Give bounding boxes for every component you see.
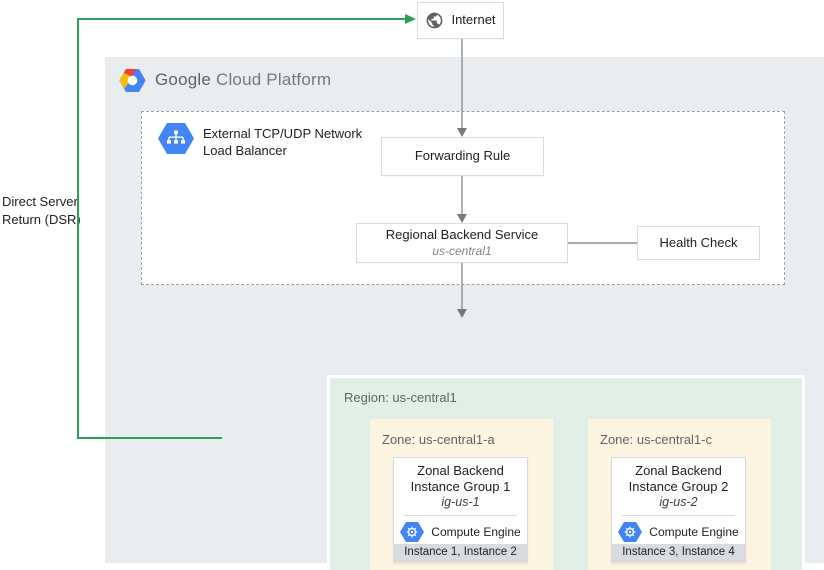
instance-group-1-title-line2: Instance Group 1 — [410, 479, 511, 495]
dsr-label-line1: Direct Server — [2, 194, 78, 209]
internet-node: Internet — [417, 2, 504, 39]
zone-box-us-central1-c: Zone: us-central1-c Zonal Backend Instan… — [588, 419, 771, 570]
region-label: Region: us-central1 — [344, 390, 457, 405]
health-check-label: Health Check — [659, 234, 738, 250]
compute-engine-row-2: Compute Engine — [612, 520, 745, 543]
instance-group-2-title-line1: Zonal Backend — [635, 463, 722, 478]
load-balancer-icon — [158, 123, 194, 154]
gcp-brand-text: Google Cloud Platform — [155, 70, 331, 90]
health-check-node: Health Check — [637, 226, 760, 260]
backend-service-region: us-central1 — [432, 243, 492, 258]
instance-group-2-title: Zonal Backend Instance Group 2 — [612, 463, 745, 495]
backend-service-node: Regional Backend Service us-central1 — [356, 223, 568, 263]
instance-group-1-box: Zonal Backend Instance Group 1 ig-us-1 — [393, 457, 528, 562]
gcp-brand-secondary: Cloud Platform — [215, 70, 332, 89]
gcp-brand-primary: Google — [155, 70, 212, 89]
instance-group-1-name: ig-us-1 — [441, 495, 480, 510]
compute-engine-label-2: Compute Engine — [649, 524, 739, 539]
load-balancer-header: External TCP/UDP Network Load Balancer — [158, 123, 362, 160]
instance-group-1-title: Zonal Backend Instance Group 1 — [394, 463, 527, 495]
gcp-logo-icon — [119, 68, 146, 92]
instance-group-2-box: Zonal Backend Instance Group 2 ig-us-2 — [611, 457, 746, 562]
forwarding-rule-node: Forwarding Rule — [381, 137, 544, 176]
divider — [404, 515, 517, 517]
backend-service-title: Regional Backend Service — [385, 227, 539, 243]
instance-group-2-name: ig-us-2 — [659, 495, 698, 510]
instance-group-1-title-line1: Zonal Backend — [417, 463, 504, 478]
gcp-panel: Google Cloud Platform — [105, 57, 824, 570]
load-balancer-label: External TCP/UDP Network Load Balancer — [203, 123, 362, 160]
compute-engine-icon — [400, 521, 425, 542]
dsr-label: Direct Server Return (DSR) — [2, 193, 81, 228]
instances-bar-2: Instance 3, Instance 4 — [612, 543, 745, 561]
compute-engine-row-1: Compute Engine — [394, 520, 527, 543]
globe-icon — [425, 11, 444, 30]
instances-bar-1: Instance 1, Instance 2 — [394, 543, 527, 561]
dsr-label-line2: Return (DSR) — [2, 211, 81, 227]
compute-engine-icon — [618, 521, 643, 542]
zone-a-label: Zone: us-central1-a — [382, 432, 495, 447]
arrowhead-dsr-to-internet — [405, 14, 416, 24]
internet-label: Internet — [451, 12, 496, 28]
instance-group-2-title-line2: Instance Group 2 — [628, 479, 729, 495]
compute-engine-label-1: Compute Engine — [431, 524, 521, 539]
divider — [622, 515, 735, 517]
load-balancer-label-line1: External TCP/UDP Network — [203, 126, 363, 141]
zone-c-label: Zone: us-central1-c — [600, 432, 712, 447]
gcp-brand: Google Cloud Platform — [119, 67, 331, 93]
forwarding-rule-label: Forwarding Rule — [414, 148, 511, 164]
load-balancer-label-line2: Load Balancer — [203, 142, 287, 158]
region-box: Region: us-central1 Zone: us-central1-a … — [327, 375, 805, 570]
zone-box-us-central1-a: Zone: us-central1-a Zonal Backend Instan… — [370, 419, 553, 570]
